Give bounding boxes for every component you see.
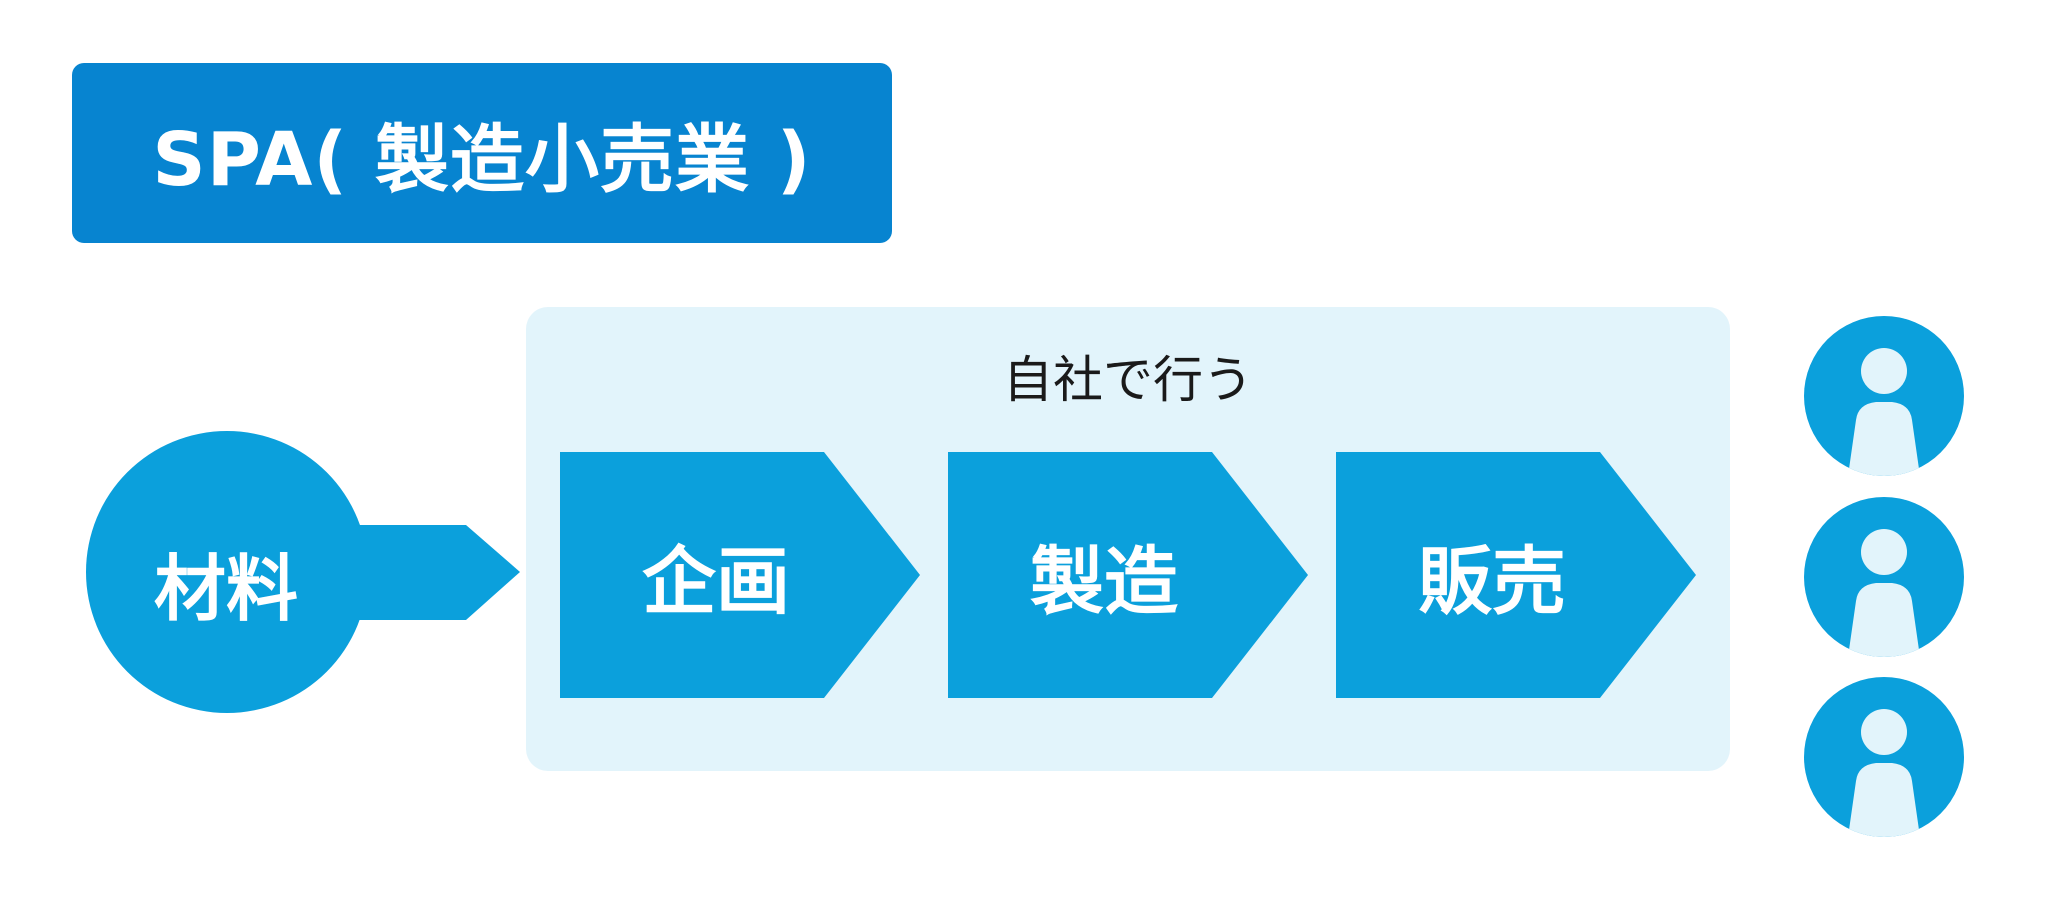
- step-chevron: [560, 452, 920, 698]
- material-label: 材料: [153, 547, 298, 631]
- material-circle: [86, 431, 368, 713]
- step-sales: 販売: [1336, 452, 1696, 698]
- step-label: 販売: [1418, 538, 1566, 625]
- step-chevron: [1336, 452, 1696, 698]
- diagram-title: SPA( 製造小売業 ): [152, 116, 812, 203]
- material-arrow-tab: [340, 525, 520, 620]
- step-label: 企画: [642, 538, 790, 625]
- person-icon: [1804, 316, 1964, 476]
- step-manufacturing: 製造: [948, 452, 1308, 698]
- material-node: [86, 431, 520, 713]
- in-house-caption: 自社で行う: [1003, 351, 1253, 409]
- step-chevron: [948, 452, 1308, 698]
- material-shape: [86, 431, 520, 713]
- title-banner: SPA( 製造小売業 ): [72, 63, 892, 243]
- step-planning: 企画: [560, 452, 920, 698]
- person-icon: [1804, 677, 1964, 837]
- step-label: 製造: [1030, 538, 1178, 625]
- person-icon: [1804, 497, 1964, 657]
